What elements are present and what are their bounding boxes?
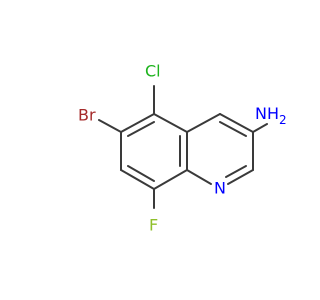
- bond-c2-n1: [227, 169, 254, 185]
- atom-label-cl: Cl: [145, 62, 161, 81]
- bond-c3-nh2: [252, 123, 268, 133]
- bond-c4-c3: [219, 113, 254, 133]
- bond-c2-n1-double: [225, 165, 247, 178]
- atom-label-br: Br: [78, 106, 96, 125]
- atom-label-nh2-main: NH: [255, 104, 279, 123]
- molecule-canvas: Br Cl NH2 N F: [78, 61, 287, 235]
- bond-c8-c8a: [153, 169, 188, 190]
- bond-c4a-c5: [153, 113, 188, 133]
- atom-label-nh2-subscript: 2: [279, 113, 287, 127]
- atom-label-ring-n: N: [214, 179, 226, 198]
- bond-c7-c8: [120, 169, 155, 190]
- atom-labels: Br Cl NH2 N F: [78, 62, 287, 235]
- bonds: [98, 85, 268, 209]
- bond-c4a-c4: [186, 113, 221, 133]
- bond-c5-c6-double: [127, 121, 155, 137]
- bond-c7-c8-double: [127, 165, 155, 182]
- atom-label-f: F: [149, 216, 158, 235]
- atom-label-nh2: NH2: [255, 104, 287, 127]
- molecule-structure: Br Cl NH2 N F: [78, 62, 287, 235]
- bond-c4-c3-double: [219, 121, 247, 137]
- bond-c5-c6: [120, 113, 155, 133]
- bond-c6-br: [98, 119, 122, 133]
- bond-n1-c8a: [186, 169, 212, 185]
